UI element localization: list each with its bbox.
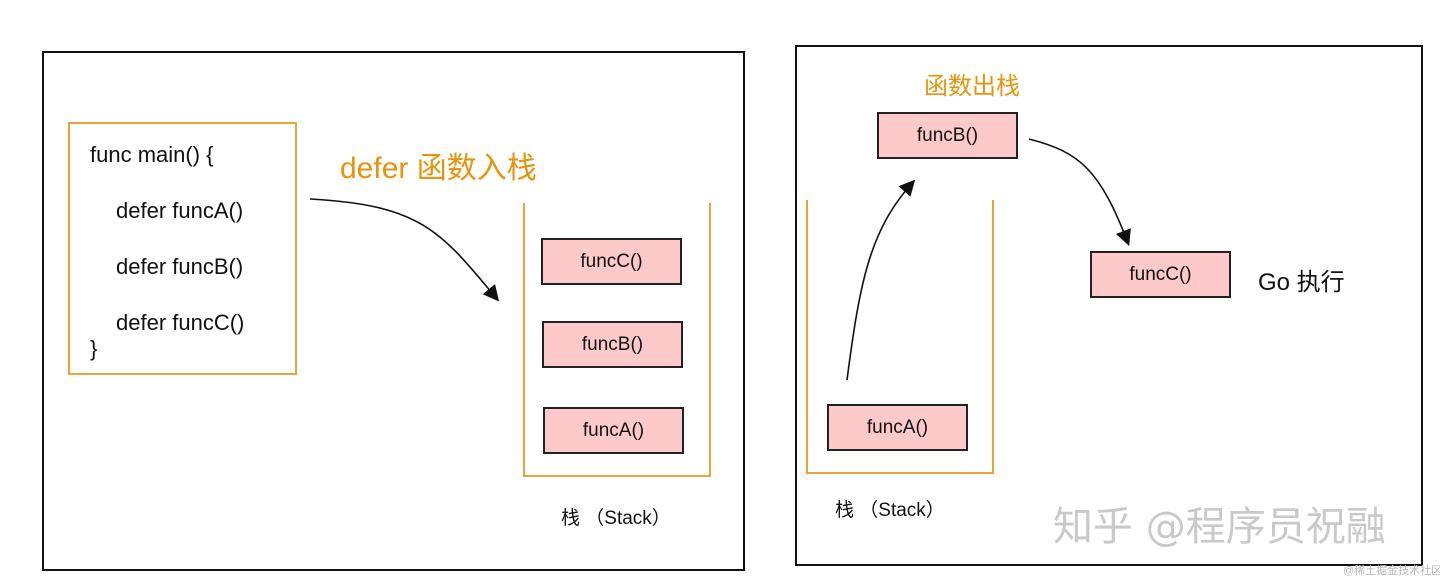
left-stack-container <box>523 203 711 477</box>
code-line-defer-funcb: defer funcB() <box>116 254 244 279</box>
right-stack-caption: 栈 （Stack） <box>835 500 945 521</box>
pop-title: 函数出栈 <box>924 73 1020 100</box>
watermark-zhihu: 知乎 @程序员祝融 <box>1053 504 1386 550</box>
right-stack-item-funca: funcA() <box>827 404 968 451</box>
left-stack-caption: 栈 （Stack） <box>561 508 671 529</box>
pop-arrow <box>846 179 916 381</box>
code-line-defer-funcc: defer funcC() <box>116 310 245 335</box>
code-line-close-brace: } <box>90 336 98 361</box>
execute-arrow <box>1028 138 1131 246</box>
right-stack-container <box>806 200 994 474</box>
left-stack-item-funcc: funcC() <box>541 238 682 285</box>
code-line-main-open: func main() { <box>90 142 214 167</box>
executed-item-funcc: funcC() <box>1090 251 1231 298</box>
popped-item-funcb: funcB() <box>877 112 1018 159</box>
left-stack-item-funcb: funcB() <box>542 321 683 368</box>
push-arrow <box>309 198 500 302</box>
watermark-juejin: @稀土掘金技术社区 <box>1343 565 1440 577</box>
left-stack-item-funca: funcA() <box>543 407 684 454</box>
exec-label: Go 执行 <box>1258 269 1345 296</box>
code-box: func main() { defer funcA() defer funcB(… <box>68 122 297 375</box>
code-line-defer-funca: defer funcA() <box>116 198 244 223</box>
push-title: defer 函数入栈 <box>340 152 537 185</box>
